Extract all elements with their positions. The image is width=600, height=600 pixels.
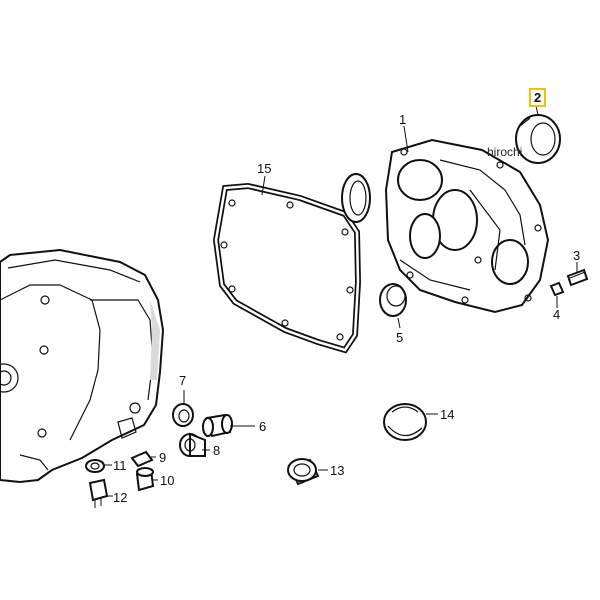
rubber-boot-part-14 (383, 403, 427, 441)
callout-13: 13 (330, 463, 345, 478)
transmission-housing (0, 248, 165, 484)
callout-6: 6 (259, 419, 267, 434)
callout-5: 5 (396, 330, 404, 345)
watermark-text: hirochi (487, 145, 523, 159)
callout-12: 12 (113, 490, 128, 505)
callout-4: 4 (553, 307, 561, 322)
bushing-part-6 (202, 413, 233, 438)
gasket-part-15 (212, 182, 362, 354)
bearing-bush-part-13 (287, 458, 320, 486)
callout-9: 9 (159, 450, 167, 465)
callout-8: 8 (213, 443, 221, 458)
leader-lines (104, 105, 578, 497)
washer-part-9 (130, 450, 154, 468)
callout-10: 10 (160, 473, 175, 488)
callout-1: 1 (399, 112, 407, 127)
plug-screw-part-10 (135, 467, 155, 492)
callout-7: 7 (179, 373, 187, 388)
stud-bolt-part-3 (566, 268, 589, 287)
seal-ring (341, 173, 371, 223)
callout-15: 15 (257, 161, 272, 176)
bushing-part-8 (179, 432, 206, 457)
washer-part-11 (85, 459, 105, 473)
bushing-part-5 (379, 283, 407, 317)
callout-3: 3 (573, 248, 581, 263)
switch-part-12 (88, 478, 109, 508)
callout-14: 14 (440, 407, 455, 422)
callout-2-highlighted: 2 (529, 88, 547, 107)
sealing-ring-part-2 (515, 114, 561, 164)
ring-part-7 (172, 403, 194, 427)
callout-11: 11 (113, 458, 127, 473)
nut-part-4 (549, 281, 565, 297)
cover-part-1 (384, 138, 550, 314)
